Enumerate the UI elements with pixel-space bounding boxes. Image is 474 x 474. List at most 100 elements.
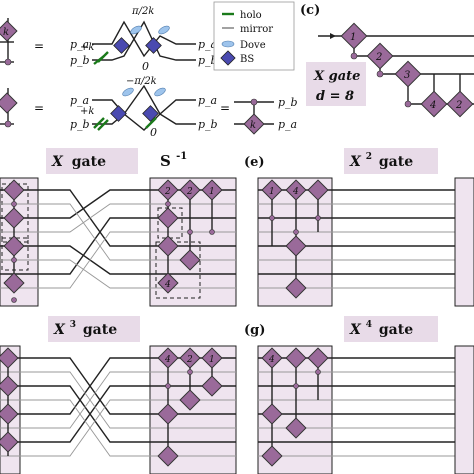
- x-gate-title: X gate: [313, 69, 360, 84]
- control-dot: [209, 229, 215, 235]
- node-diamond: [179, 347, 201, 369]
- panel-label-e: (e): [244, 155, 265, 170]
- x4-gate-title: X 4 gate: [349, 315, 413, 338]
- panel-c: (c) X gate d = 8 1 2 3 4 2: [300, 3, 474, 118]
- pa-in-label: p_a: [70, 38, 89, 51]
- title-box: [306, 62, 366, 106]
- node-diamond: [3, 207, 25, 229]
- dove-icon: [158, 25, 170, 35]
- pb-in-label: p_b: [70, 118, 90, 131]
- pb-out-label: p_b: [198, 54, 218, 67]
- control-dot: [11, 257, 17, 263]
- node-diamond: [0, 347, 19, 369]
- node-diamond: [3, 272, 25, 294]
- node-diamond: [285, 417, 307, 439]
- node-diamond: [157, 272, 179, 294]
- pa-out-label: p_a: [198, 94, 217, 107]
- k-node-label: k: [250, 120, 256, 131]
- node-diamond: [179, 179, 201, 201]
- title-box: [48, 316, 140, 342]
- control-dot: [187, 229, 193, 235]
- panel-x2-gate: 1 4: [257, 177, 474, 307]
- node-diamond: [157, 179, 179, 201]
- node-label: 2: [186, 187, 193, 197]
- pb-in-label: p_b: [70, 54, 90, 67]
- panel-box-edge: [454, 177, 474, 307]
- node-label: 1: [209, 355, 215, 365]
- arrow-icon: [330, 33, 336, 39]
- control-dot: [404, 100, 412, 108]
- k-node-diamond: [0, 20, 18, 42]
- panel-x4-gate: 4: [257, 345, 474, 474]
- legend-label: BS: [240, 54, 254, 65]
- holo-icon: [145, 117, 157, 129]
- dashed-group: [1, 237, 29, 271]
- node-diamond: [261, 347, 283, 369]
- zero-label: 0: [142, 60, 149, 73]
- control-dot: [293, 383, 299, 389]
- title-box: [344, 316, 438, 342]
- equals-sign: =: [34, 101, 44, 115]
- node-diamond: [285, 347, 307, 369]
- legend: holo mirror Dove BS: [213, 1, 295, 71]
- node-label: 4: [268, 355, 275, 365]
- node-diamond: [285, 235, 307, 257]
- control-dot: [165, 201, 171, 207]
- x2-gate-title: X 2 gate: [349, 147, 413, 170]
- dashed-group: [155, 241, 201, 299]
- node-label: 4: [429, 100, 436, 111]
- control-dot: [11, 297, 17, 303]
- optical-path: [92, 20, 196, 58]
- pb-out-label: p_b: [198, 118, 218, 131]
- optical-path: [92, 20, 196, 61]
- control-dot: [187, 369, 193, 375]
- optical-path: [92, 84, 196, 116]
- node-label: 2: [455, 100, 462, 111]
- node-diamond: [201, 347, 223, 369]
- legend-label: mirror: [240, 24, 273, 35]
- control-dot: [350, 52, 358, 60]
- node-diamond: [157, 207, 179, 229]
- zero-label: 0: [150, 126, 157, 139]
- node-diamond: [394, 60, 422, 88]
- dove-icon: [221, 40, 235, 48]
- top-left-equivalences: k = p_a p_b +k π/2k 0 p_a p_b = p_a p_b: [0, 6, 298, 139]
- panel-x-gate: 2 2 1 4: [0, 177, 237, 307]
- equals-sign: =: [34, 39, 44, 53]
- node-diamond: [307, 347, 329, 369]
- control-dot: [4, 120, 12, 128]
- equals-sign: =: [220, 101, 230, 115]
- node-label: 2: [164, 187, 171, 197]
- node-label: 4: [292, 187, 299, 197]
- bs-icon: [220, 50, 236, 66]
- bs-icon: [142, 105, 159, 122]
- panel-box-edge: [454, 345, 474, 474]
- panel-x3-gate: 4 2 1: [0, 345, 237, 474]
- panel-label-g: (g): [244, 323, 265, 338]
- section-titles: X gate S -1 (e) X 2 gate X 3 gate (g) X …: [46, 147, 438, 342]
- node-diamond: [446, 90, 474, 118]
- pa-right-label: p_a: [278, 118, 297, 131]
- node-diamond: [0, 403, 19, 425]
- pa-out-label: p_a: [198, 38, 217, 51]
- node-diamond: [179, 249, 201, 271]
- pb-right-label: p_b: [278, 96, 298, 109]
- node-diamond: [285, 179, 307, 201]
- node-diamond: [201, 179, 223, 201]
- control-dot: [165, 383, 171, 389]
- node-diamond: [285, 277, 307, 299]
- control-dot: [315, 369, 321, 375]
- minus-pi-over-2k-label: −π/2k: [126, 76, 157, 87]
- control-dot: [315, 215, 321, 221]
- dove-icon: [122, 87, 134, 97]
- dove-icon: [130, 25, 142, 35]
- node-label: 2: [375, 52, 382, 63]
- permutation-wires: [40, 189, 150, 289]
- plus-k-label: +k: [80, 106, 94, 117]
- panel-label-c: (c): [300, 3, 320, 18]
- d-equals-8: d = 8: [316, 89, 354, 104]
- dove-icon: [154, 87, 166, 97]
- node-diamond: [3, 179, 25, 201]
- holo-icon: [93, 117, 105, 129]
- pi-over-2k-label: π/2k: [131, 6, 154, 17]
